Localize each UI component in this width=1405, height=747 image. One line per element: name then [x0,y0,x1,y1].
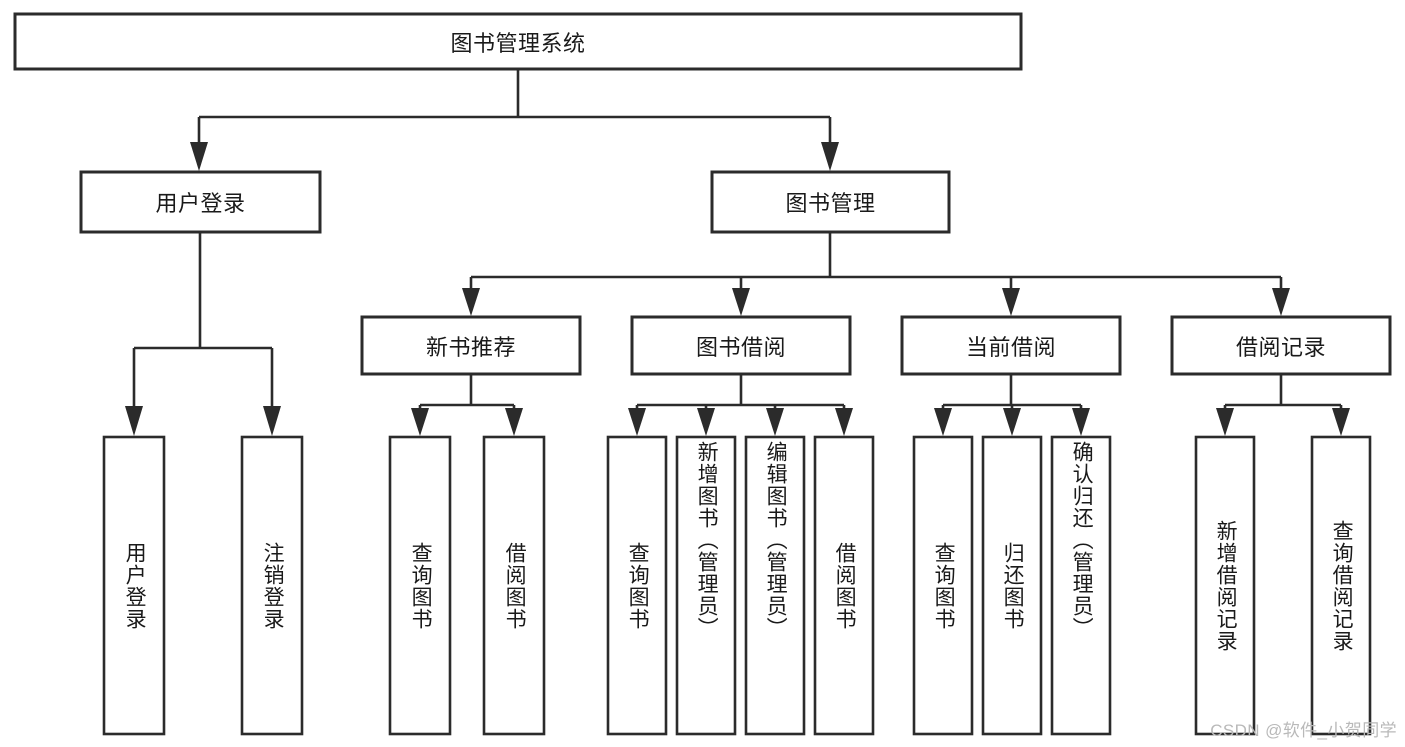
connector-book-management-to-level3 [462,232,1290,316]
node-box-book-management[interactable] [710,170,951,234]
node-box-leaf-borrow-book-1[interactable] [482,435,546,736]
node-box-leaf-add-book[interactable] [675,435,737,736]
node-box-leaf-query-book-2[interactable] [606,435,668,736]
connector-root-to-level2 [190,69,839,171]
connector-borrow-record-to-leaves [1216,374,1350,436]
node-box-leaf-borrow-book-2[interactable] [813,435,875,736]
node-box-leaf-query-record[interactable] [1310,435,1372,736]
node-box-root[interactable] [13,12,1023,71]
node-box-leaf-edit-book[interactable] [744,435,806,736]
connector-book-borrow-to-leaves [628,374,853,436]
node-box-leaf-return-book[interactable] [981,435,1043,736]
connector-user-login-to-leaves [125,232,281,436]
node-box-leaf-user-logout[interactable] [240,435,304,736]
node-box-user-login[interactable] [79,170,322,234]
node-box-new-book-recommend[interactable] [360,315,582,376]
node-box-book-borrow[interactable] [630,315,852,376]
connector-current-borrow-to-leaves [934,374,1090,436]
node-box-leaf-user-login[interactable] [102,435,166,736]
node-box-leaf-confirm-return[interactable] [1050,435,1112,736]
node-box-borrow-record[interactable] [1170,315,1392,376]
node-box-leaf-query-book-1[interactable] [388,435,452,736]
node-box-current-borrow[interactable] [900,315,1122,376]
node-box-leaf-query-book-3[interactable] [912,435,974,736]
node-box-leaf-add-record[interactable] [1194,435,1256,736]
connector-new-book-recommend-to-leaves [411,374,523,436]
csdn-watermark: CSDN @软件_小贺同学 [1210,721,1397,740]
